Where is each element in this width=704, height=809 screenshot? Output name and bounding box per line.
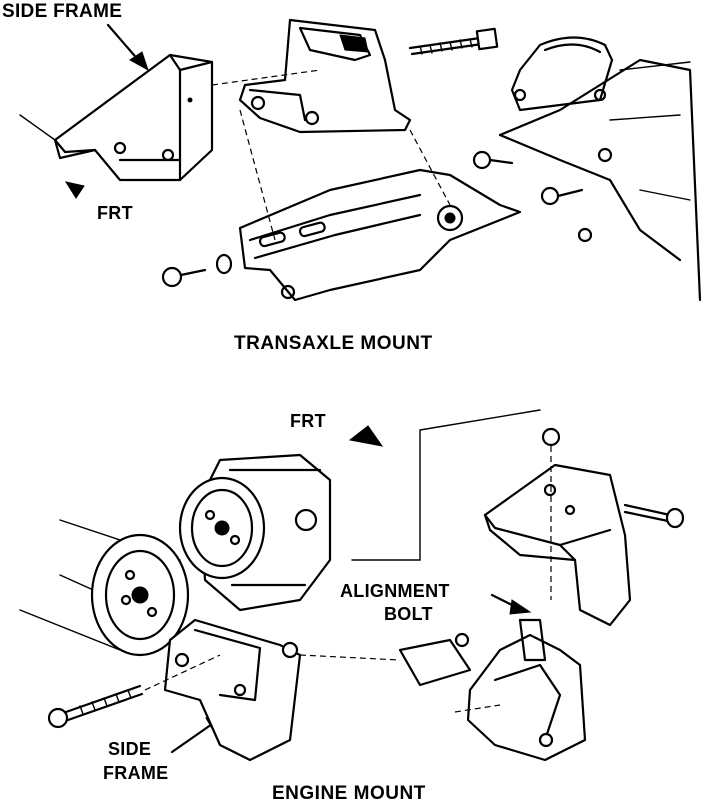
transaxle-small-bolts — [161, 150, 584, 288]
side-frame-lower — [163, 618, 302, 762]
front-direction-arrow-lower — [348, 425, 384, 447]
transaxle-insulator — [211, 18, 412, 134]
side-frame-label-bottom-line2: FRAME — [103, 763, 169, 783]
frt-label-top: FRT — [97, 203, 133, 223]
engine-mount-insulator — [299, 618, 587, 762]
engine-mount-caption: ENGINE MOUNT — [272, 783, 426, 804]
engine-mount-long-bolt — [47, 654, 221, 729]
alignment-bolt-label-line1: ALIGNMENT — [340, 581, 450, 601]
transaxle-mount-illustration — [19, 18, 702, 302]
alignment-bolt-label-line2: BOLT — [384, 604, 433, 624]
alignment-bolt-leader-arrow — [490, 593, 532, 615]
side-frame-bracket — [19, 53, 214, 182]
transaxle-lower-bracket — [238, 109, 522, 302]
transaxle-case — [498, 36, 702, 302]
engine-pulley-rear — [178, 476, 266, 580]
engine-mount-illustration — [19, 409, 685, 762]
transaxle-mount-caption: TRANSAXLE MOUNT — [234, 333, 433, 354]
engine-mount-upper-bracket — [483, 427, 685, 627]
side-frame-leader-arrow — [106, 23, 149, 72]
frt-label-bottom: FRT — [290, 411, 326, 431]
side-frame-label-top: SIDE FRAME — [2, 1, 123, 22]
engine-pulley-front — [90, 533, 190, 657]
front-direction-arrow — [64, 181, 85, 199]
mount-through-bolt — [408, 27, 499, 56]
side-frame-label-bottom-line1: SIDE — [108, 739, 152, 759]
